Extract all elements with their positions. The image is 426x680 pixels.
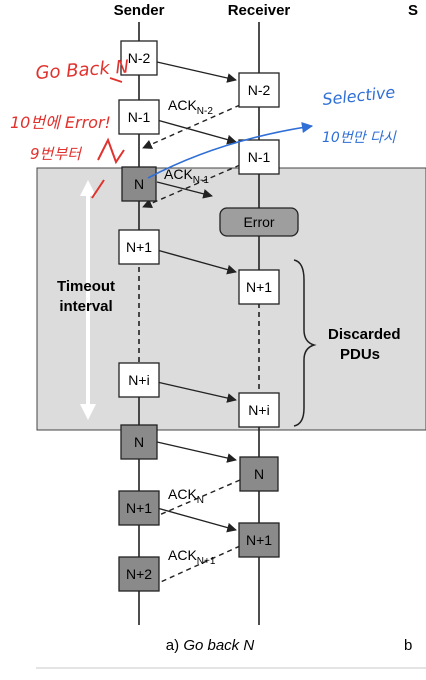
sender-box-n-minus-2: N-2 <box>120 40 158 76</box>
sender-box-n-minus-1: N-1 <box>118 99 160 135</box>
svg-text:N: N <box>134 176 144 192</box>
svg-text:Error: Error <box>243 214 274 230</box>
receiver-header: Receiver <box>228 2 291 19</box>
ack-label-1: ACKN-2 <box>168 97 213 117</box>
pdu-arrows <box>156 61 237 533</box>
timeout-label-line1: Timeout <box>57 278 115 295</box>
right-caption: b <box>404 637 412 654</box>
svg-text:N: N <box>254 466 264 482</box>
figure-caption: a) Go back N <box>166 637 255 654</box>
korean-note-2: 9번부터 <box>30 145 83 163</box>
discarded-label-line1: Discarded <box>328 326 401 343</box>
svg-text:N+1: N+1 <box>246 532 272 548</box>
sender-box-n-plus-1: N+1 <box>118 229 160 265</box>
svg-text:N+1: N+1 <box>126 239 152 255</box>
red-error-mark <box>97 137 125 165</box>
discarded-brace <box>293 259 317 427</box>
receiver-box-n-plus-1-retransmit: N+1 <box>238 522 280 558</box>
selective-annotation: Selective <box>321 82 396 109</box>
svg-text:N+i: N+i <box>248 402 269 418</box>
svg-text:N-1: N-1 <box>128 109 151 125</box>
red-underline <box>109 77 123 83</box>
svg-text:N: N <box>134 434 144 450</box>
sender-box-n-plus-1-retransmit: N+1 <box>118 490 160 526</box>
korean-note-1: 10번에 Error! <box>10 113 111 132</box>
ack-label-2: ACKN-1 <box>164 166 209 186</box>
sender-box-n-retransmit: N <box>120 424 158 460</box>
timeout-arrow <box>80 180 96 420</box>
blue-arrow <box>147 121 314 179</box>
svg-text:N+1: N+1 <box>246 279 272 295</box>
receiver-box-n-minus-1: N-1 <box>238 139 280 175</box>
cut-off-header: S <box>408 2 418 19</box>
svg-text:N-1: N-1 <box>248 149 271 165</box>
receiver-box-n-plus-1: N+1 <box>238 269 280 305</box>
svg-text:N+1: N+1 <box>126 500 152 516</box>
discarded-label-line2: PDUs <box>340 346 380 363</box>
receiver-box-n-minus-2: N-2 <box>238 72 280 108</box>
svg-text:N+2: N+2 <box>126 566 152 582</box>
red-check-mark <box>91 179 105 199</box>
sender-box-n-plus-2-retransmit: N+2 <box>118 556 160 592</box>
ack-label-3: ACKN <box>168 486 204 506</box>
sender-box-n-plus-i: N+i <box>118 362 160 398</box>
svg-text:N-2: N-2 <box>248 82 271 98</box>
error-box: Error <box>219 207 299 237</box>
svg-text:N+i: N+i <box>128 372 149 388</box>
svg-text:N-2: N-2 <box>128 50 151 66</box>
ack-label-4: ACKN+1 <box>168 547 216 567</box>
receiver-box-n-plus-i: N+i <box>238 392 280 428</box>
selective-note: 10번만 다시 <box>322 130 397 146</box>
sender-box-n-failed: N <box>121 166 157 202</box>
receiver-box-n-retransmit: N <box>239 456 279 492</box>
timeout-label-line2: interval <box>59 298 112 315</box>
sender-header: Sender <box>114 2 165 19</box>
